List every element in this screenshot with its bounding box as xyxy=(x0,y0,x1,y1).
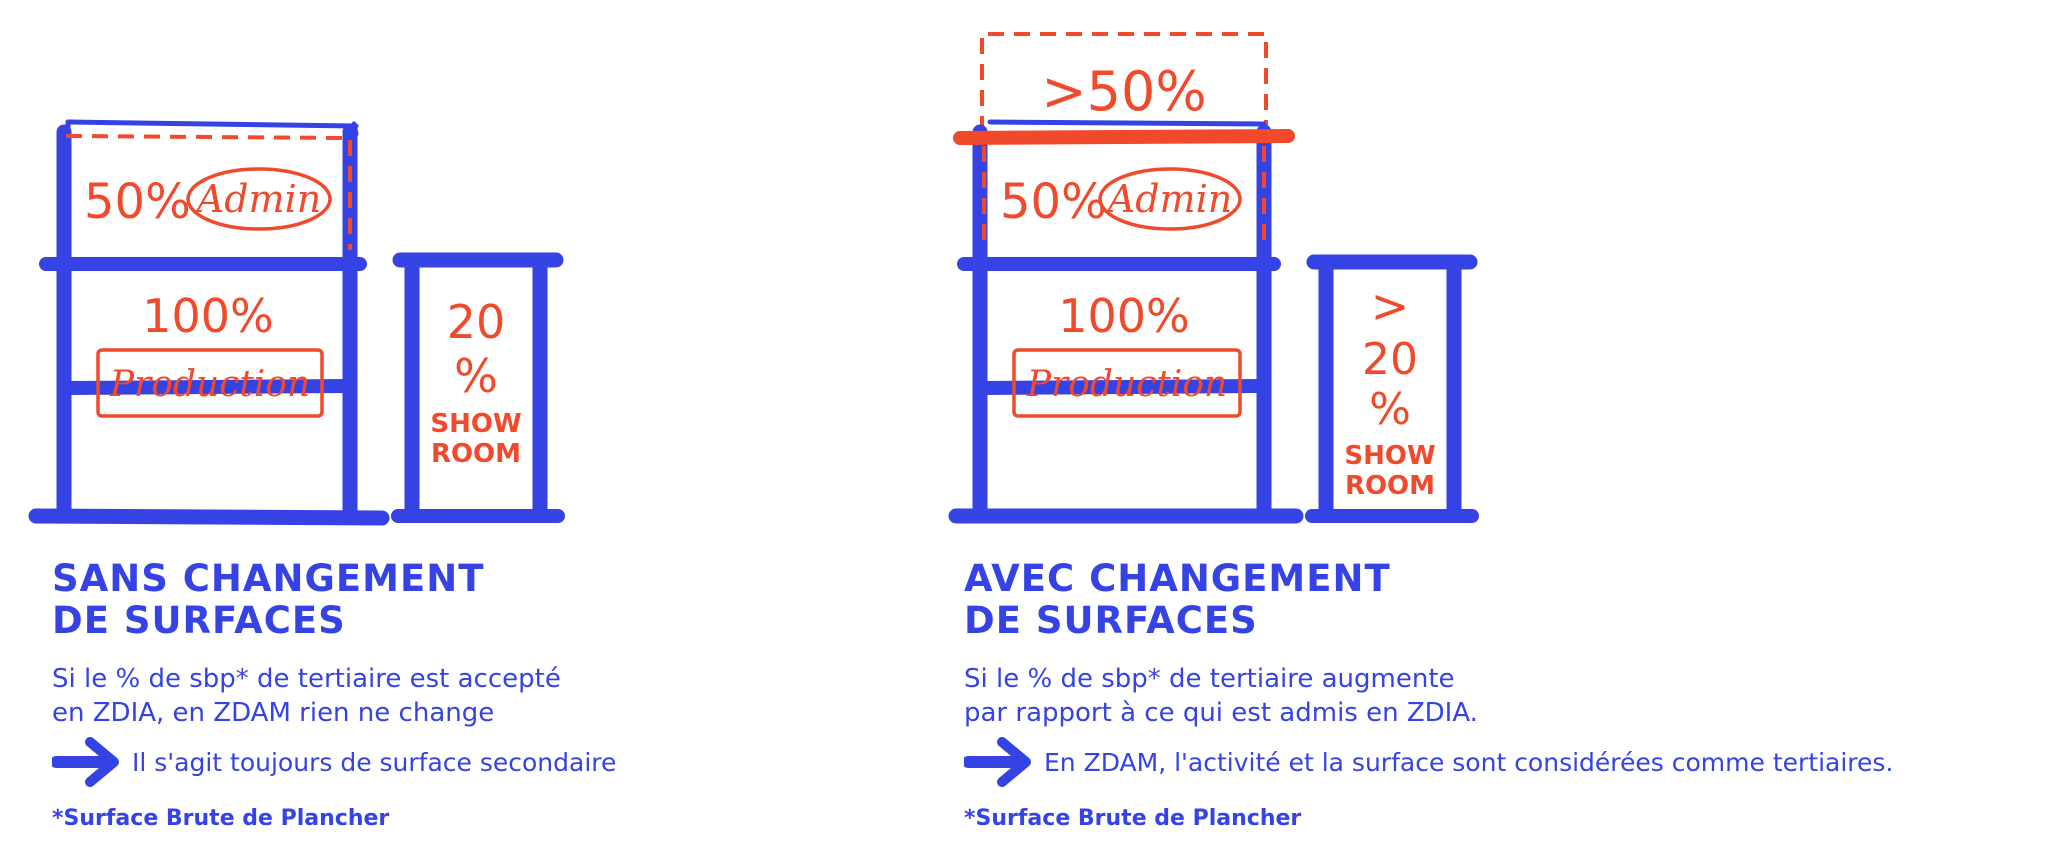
heading-line-2: DE SURFACES xyxy=(52,599,346,642)
panel-with-change: >50% 50% Admin 100% Production > 20 % SH… xyxy=(912,0,1893,852)
admin-circle xyxy=(186,167,332,231)
showroom-label-line2: ROOM xyxy=(1345,471,1435,501)
showroom-greater-than: > xyxy=(1371,279,1410,333)
showroom-frame xyxy=(391,252,565,523)
heading-line-1: AVEC CHANGEMENT xyxy=(964,557,1391,600)
description-line-2: en ZDIA, en ZDAM rien ne change xyxy=(52,698,495,728)
new-roof-line xyxy=(953,129,1295,145)
right-arrow-icon xyxy=(52,737,119,787)
production-percentage: 100% xyxy=(1058,289,1190,343)
admin-circle xyxy=(1098,167,1242,231)
extension-percentage: >50% xyxy=(1041,60,1206,123)
footnote: *Surface Brute de Plancher xyxy=(964,806,1302,831)
conclusion-text: En ZDAM, l'activité et la surface sont c… xyxy=(1044,747,1894,777)
production-label: Production xyxy=(1026,364,1227,405)
admin-label: Admin xyxy=(194,177,321,221)
showroom-frame xyxy=(1305,254,1479,523)
heading-line-2: DE SURFACES xyxy=(964,599,1258,642)
building-diagram-with-change: >50% 50% Admin 100% Production > 20 % SH… xyxy=(948,32,1479,524)
production-label: Production xyxy=(109,364,310,405)
building-diagram-without-change: 50% Admin 100% Production 20 % SHOW ROOM xyxy=(28,119,565,526)
showroom-percentage: 20 xyxy=(447,295,506,349)
panel-without-change: 50% Admin 100% Production 20 % SHOW ROOM… xyxy=(0,0,900,852)
description-line-2: par rapport à ce qui est admis en ZDIA. xyxy=(964,698,1478,728)
production-box xyxy=(1012,348,1242,418)
extension-dashed-outline xyxy=(980,32,1268,132)
section-heading: SANS CHANGEMENT DE SURFACES xyxy=(52,558,484,642)
description-line-1: Si le % de sbp* de tertiaire augmente xyxy=(964,664,1455,694)
conclusion-row: En ZDAM, l'activité et la surface sont c… xyxy=(964,736,1893,788)
description-line-1: Si le % de sbp* de tertiaire est accepté xyxy=(52,664,561,694)
footnote: *Surface Brute de Plancher xyxy=(52,806,390,831)
showroom-percent-sign: % xyxy=(1369,384,1411,435)
production-box xyxy=(96,348,324,418)
showroom-label-line2: ROOM xyxy=(431,439,521,469)
description: Si le % de sbp* de tertiaire est accepté… xyxy=(52,662,561,730)
section-heading: AVEC CHANGEMENT DE SURFACES xyxy=(964,558,1391,642)
conclusion-text: Il s'agit toujours de surface secondaire xyxy=(132,747,617,777)
admin-label: Admin xyxy=(1105,177,1232,221)
admin-percentage: 50% xyxy=(1000,174,1107,230)
admin-dashed-outline xyxy=(982,146,1266,250)
heading-line-1: SANS CHANGEMENT xyxy=(52,557,485,600)
conclusion-row: Il s'agit toujours de surface secondaire xyxy=(52,736,616,788)
showroom-label-line1: SHOW xyxy=(430,409,521,439)
production-percentage: 100% xyxy=(142,289,274,343)
showroom-label-line1: SHOW xyxy=(1344,441,1435,471)
right-arrow-icon xyxy=(964,737,1031,787)
showroom-percent-sign: % xyxy=(454,349,498,403)
main-building-frame xyxy=(948,119,1304,524)
description: Si le % de sbp* de tertiaire augmente pa… xyxy=(964,662,1478,730)
admin-percentage: 50% xyxy=(84,174,191,230)
showroom-percentage: 20 xyxy=(1362,334,1418,385)
